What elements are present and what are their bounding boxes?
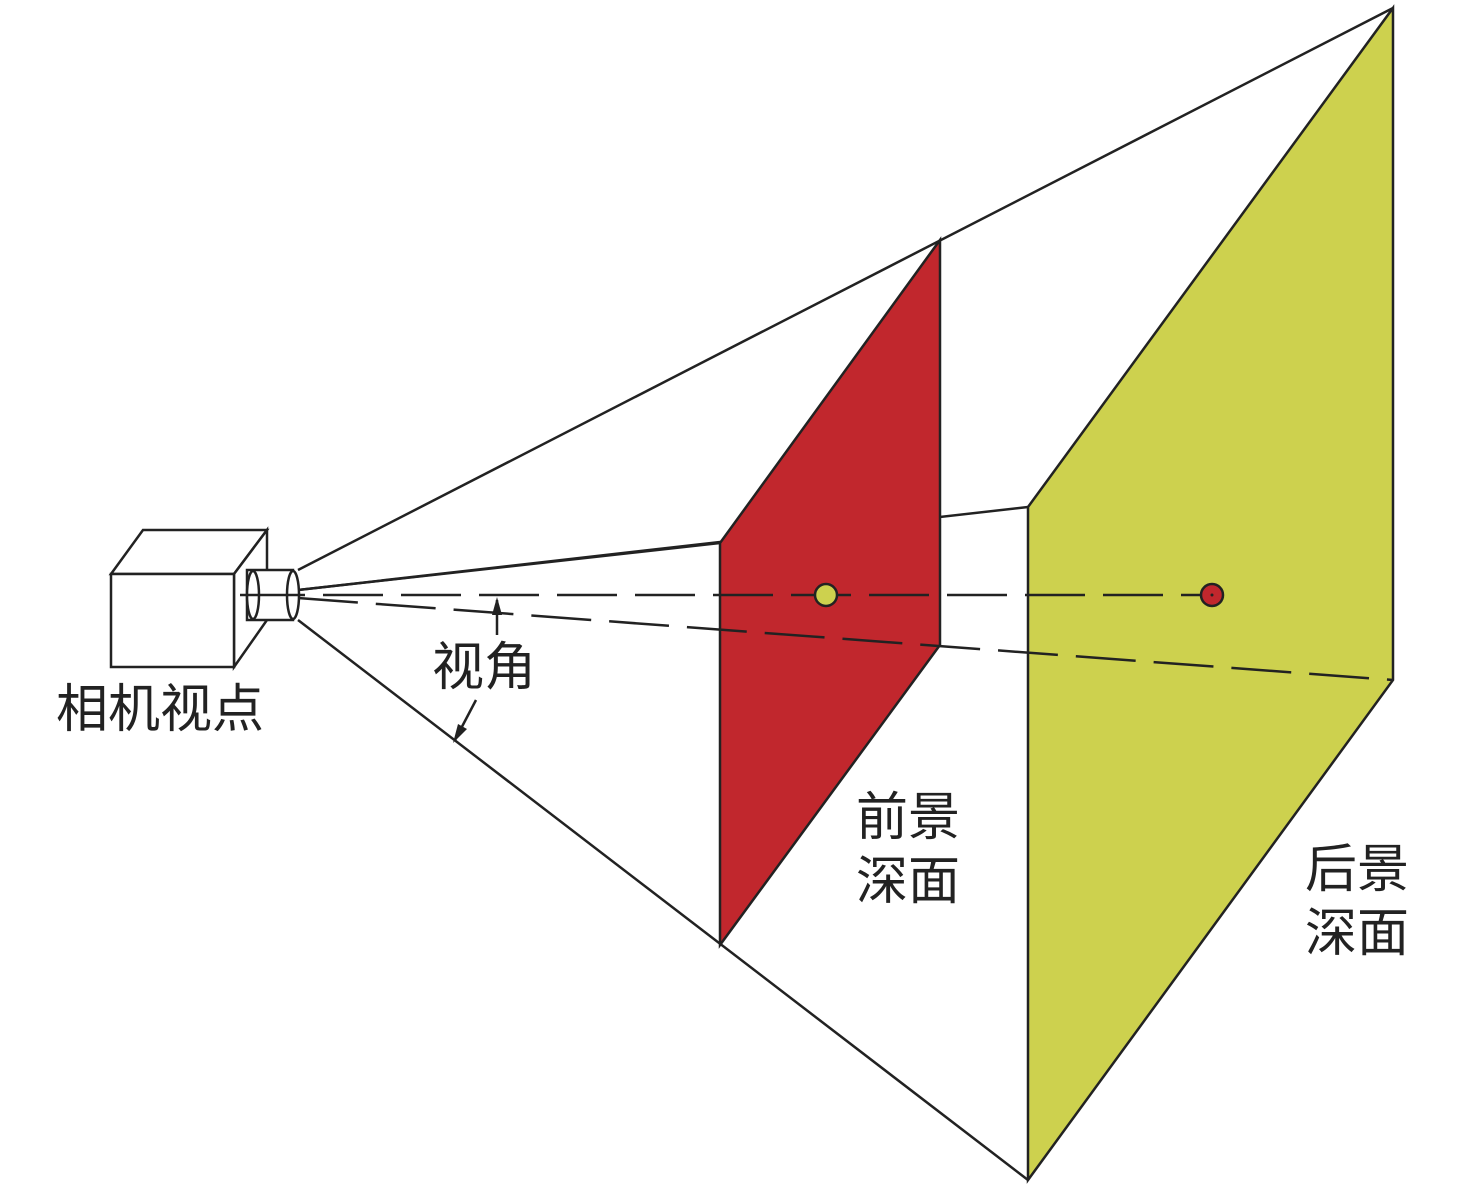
frustum-bottom-edge	[297, 619, 1029, 1181]
front-plane-label-line2: 深面	[856, 852, 961, 912]
front-focus-dot	[813, 582, 839, 608]
view-angle-arrows	[453, 597, 502, 743]
camera-viewpoint-label: 相机视点	[56, 680, 265, 740]
front-plane-label-line1: 前景	[856, 788, 961, 848]
back-plane-label-line1: 后景	[1305, 840, 1410, 900]
back-plane-label-line2: 深面	[1305, 904, 1410, 964]
frustum-lower-dashed-edge	[297, 596, 1394, 682]
frustum-top-edge	[297, 6, 1394, 572]
camera-icon	[108, 526, 301, 671]
frustum-inner-upper-edge-front	[297, 541, 721, 592]
view-angle-label: 视角	[432, 638, 537, 698]
